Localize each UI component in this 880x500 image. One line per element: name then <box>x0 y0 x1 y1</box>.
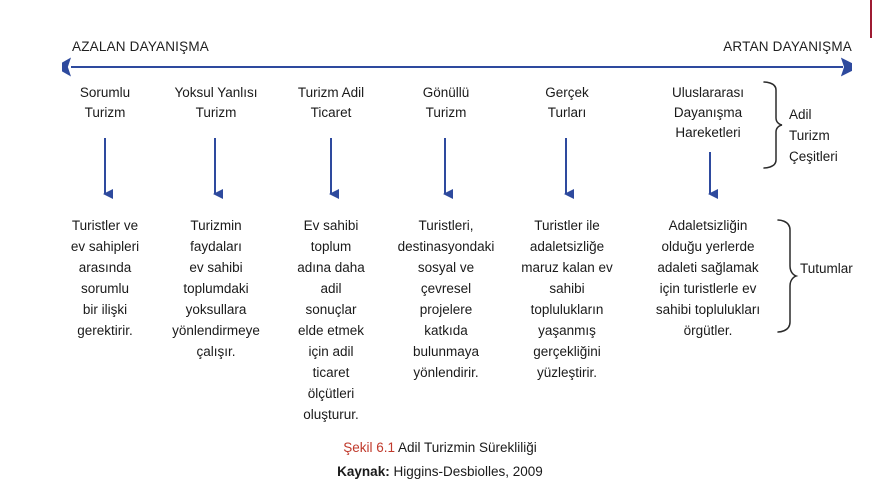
column-body-line: sonuçlar <box>305 302 357 317</box>
column-header-4: Gerçek Turları <box>506 83 628 123</box>
source-label: Kaynak: <box>337 464 390 479</box>
column-header-line: Dayanışma <box>673 105 743 120</box>
column-header-0: Sorumlu Turizm <box>46 83 164 123</box>
column-body-line: ticaret <box>312 365 350 380</box>
figure-number: Şekil 6.1 <box>343 440 395 455</box>
column-body-line: maruz kalan ev <box>521 260 613 275</box>
column-body-line: adil <box>320 281 342 296</box>
column-header-line: Turizm Adil <box>297 85 365 100</box>
column-header-line: Gönüllü <box>422 85 470 100</box>
column-body-line: için adil <box>308 344 354 359</box>
down-arrow-4 <box>564 138 574 202</box>
column-body-line: bulunmaya <box>412 344 480 359</box>
column-header-line: Sorumlu <box>79 85 131 100</box>
figure-caption-title: Şekil 6.1 Adil Turizmin Sürekliliği <box>0 440 880 455</box>
column-body-line: ev sahibi <box>189 260 243 275</box>
column-body-2: Ev sahibi toplum adına daha adil sonuçla… <box>272 215 390 425</box>
column-body-line: Ev sahibi <box>303 218 359 233</box>
column-body-line: örgütler. <box>683 323 733 338</box>
column-body-line: gerektirir. <box>77 323 133 338</box>
brace-attitudes <box>777 219 799 333</box>
column-body-line: yönlendirmeye <box>172 323 260 338</box>
column-body-line: toplum <box>310 239 352 254</box>
column-body-line: projelere <box>419 302 473 317</box>
column-header-line: Turları <box>547 105 587 120</box>
column-body-line: arasında <box>78 260 132 275</box>
continuum-double-arrow <box>62 57 852 77</box>
column-body-line: toplumdaki <box>183 281 249 296</box>
group-label-fair-tourism-types: Adil Turizm Çeşitleri <box>789 104 838 167</box>
column-header-line: Turizm <box>425 105 467 120</box>
column-body-line: yönlendirir. <box>413 365 479 380</box>
column-body-line: sahibi <box>549 281 585 296</box>
column-body-1: Turizmin faydaları ev sahibi toplumdaki … <box>156 215 276 362</box>
down-arrow-3 <box>443 138 453 202</box>
column-body-line: gerçekliğini <box>533 344 601 359</box>
column-header-5: Uluslararası Dayanışma Hareketleri <box>636 83 780 143</box>
column-body-line: yaşanmış <box>538 323 596 338</box>
column-body-line: çalışır. <box>196 344 236 359</box>
column-body-line: sosyal ve <box>417 260 475 275</box>
group-label-line: Turizm <box>789 128 830 143</box>
column-body-line: destinasyondaki <box>397 239 495 254</box>
column-body-line: adına daha <box>297 260 365 275</box>
column-header-line: Turizm <box>195 105 237 120</box>
column-body-line: adaleti sağlamak <box>657 260 759 275</box>
column-body-3: Turistleri, destinasyondaki sosyal ve çe… <box>386 215 506 383</box>
column-body-line: Turistler ve <box>71 218 139 233</box>
column-body-line: ev sahipleri <box>70 239 140 254</box>
down-arrow-1 <box>213 138 223 202</box>
column-body-line: Turistleri, <box>418 218 474 233</box>
column-header-2: Turizm Adil Ticaret <box>272 83 390 123</box>
down-arrow-5 <box>708 152 718 202</box>
axis-label-increasing: ARTAN DAYANIŞMA <box>723 39 852 54</box>
group-label-line: Çeşitleri <box>789 149 838 164</box>
column-body-line: oluşturur. <box>303 407 359 422</box>
column-body-line: bir ilişki <box>82 302 128 317</box>
column-header-line: Gerçek <box>545 85 589 100</box>
column-header-3: Gönüllü Turizm <box>386 83 506 123</box>
column-header-1: Yoksul Yanlısı Turizm <box>156 83 276 123</box>
column-body-line: faydaları <box>190 239 242 254</box>
column-header-line: Ticaret <box>310 105 352 120</box>
column-body-line: olduğu yerlerde <box>661 239 755 254</box>
down-arrow-2 <box>329 138 339 202</box>
column-body-line: yüzleştirir. <box>536 365 597 380</box>
brace-fair-tourism-types <box>763 81 783 169</box>
column-body-4: Turistler ile adaletsizliğe maruz kalan … <box>506 215 628 383</box>
column-body-line: ölçütleri <box>307 386 355 401</box>
group-label-line: Adil <box>789 107 812 122</box>
column-header-line: Uluslararası <box>671 85 745 100</box>
column-header-line: Hareketleri <box>675 125 741 140</box>
column-body-line: Turizmin <box>190 218 242 233</box>
group-label-attitudes: Tutumlar <box>800 261 853 276</box>
page-edge-rule <box>870 0 872 38</box>
column-header-line: Turizm <box>84 105 126 120</box>
column-body-line: sahibi toplulukları <box>655 302 761 317</box>
column-header-line: Yoksul Yanlısı <box>174 85 258 100</box>
column-body-line: Turistler ile <box>534 218 600 233</box>
column-body-line: için turistlerle ev <box>659 281 757 296</box>
figure-caption-source: Kaynak: Higgins-Desbiolles, 2009 <box>0 464 880 479</box>
column-body-line: adaletsizliğe <box>529 239 605 254</box>
axis-label-decreasing: AZALAN DAYANIŞMA <box>72 39 209 54</box>
column-body-line: sorumlu <box>80 281 129 296</box>
column-body-line: katkıda <box>424 323 468 338</box>
column-body-0: Turistler ve ev sahipleri arasında sorum… <box>46 215 164 341</box>
column-body-line: yoksullara <box>185 302 247 317</box>
column-body-5: Adaletsizliğin olduğu yerlerde adaleti s… <box>630 215 786 341</box>
figure-title: Adil Turizmin Sürekliliği <box>398 440 537 455</box>
column-body-line: elde etmek <box>297 323 365 338</box>
source-value: Higgins-Desbiolles, 2009 <box>393 464 543 479</box>
down-arrow-0 <box>103 138 113 202</box>
column-body-line: toplulukların <box>530 302 604 317</box>
column-body-line: Adaletsizliğin <box>668 218 748 233</box>
column-body-line: çevresel <box>420 281 472 296</box>
